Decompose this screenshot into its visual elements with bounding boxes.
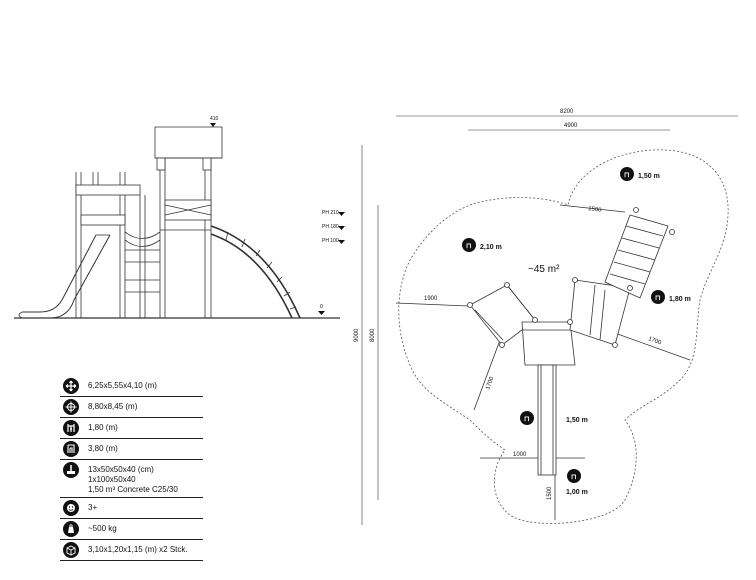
dim-partial-width: 4900 bbox=[564, 123, 578, 129]
ground-label: 0 bbox=[320, 304, 323, 310]
safety-area-outline bbox=[398, 149, 729, 524]
fall-height-marker-4: ⊓ 1,50 m bbox=[520, 411, 588, 425]
height-icon bbox=[63, 441, 79, 457]
spec-row-safety-area: 8,80x8,45 (m) bbox=[60, 397, 203, 418]
dim-left-arm: 1900 bbox=[424, 296, 438, 302]
fall-height-marker-3: ⊓ 1,80 m bbox=[651, 290, 691, 304]
svg-text:1,80 m: 1,80 m bbox=[669, 296, 691, 303]
fall-height-marker-5: ⊓ 1,00 m bbox=[566, 469, 588, 496]
svg-text:⊓: ⊓ bbox=[655, 295, 660, 302]
svg-text:⊓: ⊓ bbox=[571, 474, 576, 481]
platform-label-2: PH 180 bbox=[322, 224, 339, 230]
spec-row-fall-height: 1,80 (m) bbox=[60, 418, 203, 439]
safety-area-icon bbox=[63, 399, 79, 415]
svg-text:1,50 m: 1,50 m bbox=[566, 417, 588, 424]
elevation-labels: 410 PH 210 PH 180 PH 100 0 bbox=[210, 116, 345, 315]
dimensions-icon bbox=[63, 378, 79, 394]
spec-text: 6,25x5,55x4,10 (m) bbox=[88, 381, 157, 390]
fall-height-icon bbox=[63, 420, 79, 436]
spec-text: ~500 kg bbox=[88, 524, 117, 533]
fall-height-markers: ⊓ 1,50 m ⊓ 2,10 m ⊓ 1,80 m ⊓ 1,50 m ⊓ 1,… bbox=[462, 167, 691, 496]
age-icon bbox=[63, 500, 79, 516]
spec-text: 8,80x8,45 (m) bbox=[88, 402, 138, 411]
package-icon bbox=[63, 542, 79, 558]
fall-height-marker-1: ⊓ 1,50 m bbox=[620, 167, 660, 181]
weight-icon bbox=[63, 521, 79, 537]
platform-label-3: PH 100 bbox=[322, 238, 339, 244]
spec-text: 3,10x1,20x1,15 (m) x2 Stck. bbox=[88, 545, 188, 554]
foundation-icon bbox=[63, 462, 79, 478]
spec-text: 13x50x50x40 (cm) 1x100x50x40 1,50 m³ Con… bbox=[88, 465, 178, 494]
svg-text:⊓: ⊓ bbox=[466, 243, 471, 250]
svg-text:1,50 m: 1,50 m bbox=[638, 173, 660, 180]
dim-partial-height: 8000 bbox=[370, 328, 376, 342]
svg-text:⊓: ⊓ bbox=[524, 416, 529, 423]
dim-bottom-height: 1500 bbox=[547, 486, 553, 500]
spec-row-dimensions: 6,25x5,55x4,10 (m) bbox=[60, 376, 203, 397]
dim-bottom-left: 1700 bbox=[485, 375, 495, 390]
dim-total-width: 8200 bbox=[560, 109, 574, 115]
spec-row-weight: ~500 kg bbox=[60, 519, 203, 540]
svg-text:⊓: ⊓ bbox=[624, 172, 629, 179]
svg-text:2,10 m: 2,10 m bbox=[480, 244, 502, 251]
spec-text: 3+ bbox=[88, 503, 98, 512]
spec-row-age: 3+ bbox=[60, 498, 203, 519]
spec-text: 1,80 (m) bbox=[88, 423, 118, 432]
spec-row-package: 3,10x1,20x1,15 (m) x2 Stck. bbox=[60, 540, 203, 561]
side-elevation bbox=[14, 126, 340, 319]
spec-table: 6,25x5,55x4,10 (m) 8,80x8,45 (m) 1,80 (m… bbox=[60, 376, 203, 561]
plan-dimensions bbox=[361, 115, 738, 525]
spec-text: 3,80 (m) bbox=[88, 444, 118, 453]
area-label: ~45 m² bbox=[528, 264, 560, 275]
dim-bottom-width: 1000 bbox=[513, 452, 527, 458]
spec-row-height: 3,80 (m) bbox=[60, 439, 203, 460]
svg-text:1,00 m: 1,00 m bbox=[566, 489, 588, 496]
platform-label-1: PH 210 bbox=[322, 210, 339, 216]
dim-top-arm: 1500 bbox=[588, 206, 603, 214]
plan-structure bbox=[395, 204, 691, 520]
tower-height-label: 410 bbox=[210, 116, 219, 122]
dim-right-arm: 1700 bbox=[647, 336, 662, 346]
spec-row-foundation: 13x50x50x40 (cm) 1x100x50x40 1,50 m³ Con… bbox=[60, 460, 203, 498]
dim-total-height: 9000 bbox=[354, 328, 360, 342]
fall-height-marker-2: ⊓ 2,10 m bbox=[462, 238, 502, 252]
